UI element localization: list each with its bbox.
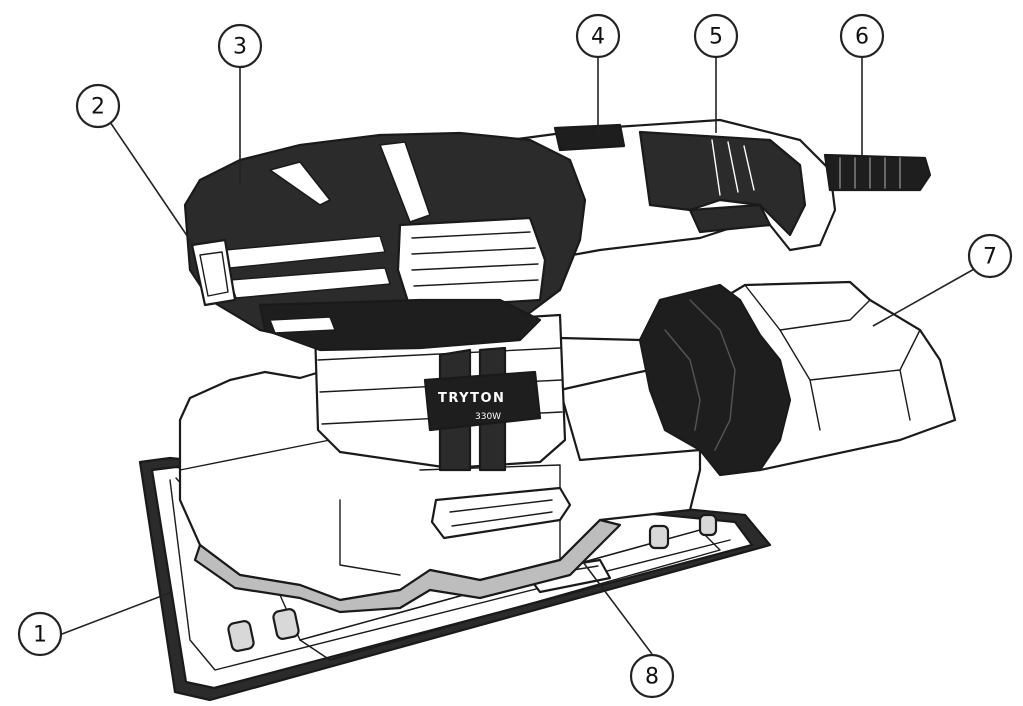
callout-5-label: 5 bbox=[709, 25, 723, 50]
callout-7: 7 bbox=[967, 233, 1013, 279]
callout-1-label: 1 bbox=[33, 623, 47, 648]
callout-5: 5 bbox=[693, 13, 739, 59]
motor-column: TRYTON 330W bbox=[313, 313, 567, 472]
leader-lines bbox=[61, 58, 977, 655]
leader-2 bbox=[109, 121, 195, 247]
callout-4: 4 bbox=[575, 13, 621, 59]
callout-7-label: 7 bbox=[983, 245, 997, 270]
callout-1: 1 bbox=[17, 611, 63, 657]
callouts: 1 2 3 4 5 6 7 8 bbox=[17, 13, 1013, 699]
callout-6-label: 6 bbox=[855, 25, 869, 50]
leader-1 bbox=[61, 591, 173, 635]
power-cord bbox=[823, 153, 932, 192]
callout-2: 2 bbox=[75, 83, 121, 129]
callout-8-label: 8 bbox=[645, 665, 659, 690]
callout-3-label: 3 bbox=[233, 35, 247, 60]
upper-housing bbox=[183, 118, 837, 352]
callout-8: 8 bbox=[629, 653, 675, 699]
callout-6: 6 bbox=[839, 13, 885, 59]
callout-4-label: 4 bbox=[591, 25, 605, 50]
callout-2-label: 2 bbox=[91, 95, 105, 120]
leader-7 bbox=[872, 267, 977, 327]
brand-label: TRYTON bbox=[438, 391, 505, 406]
power-label: 330W bbox=[475, 412, 501, 422]
dust-box bbox=[558, 280, 957, 477]
callout-3: 3 bbox=[217, 23, 263, 69]
leader-8 bbox=[582, 561, 653, 655]
